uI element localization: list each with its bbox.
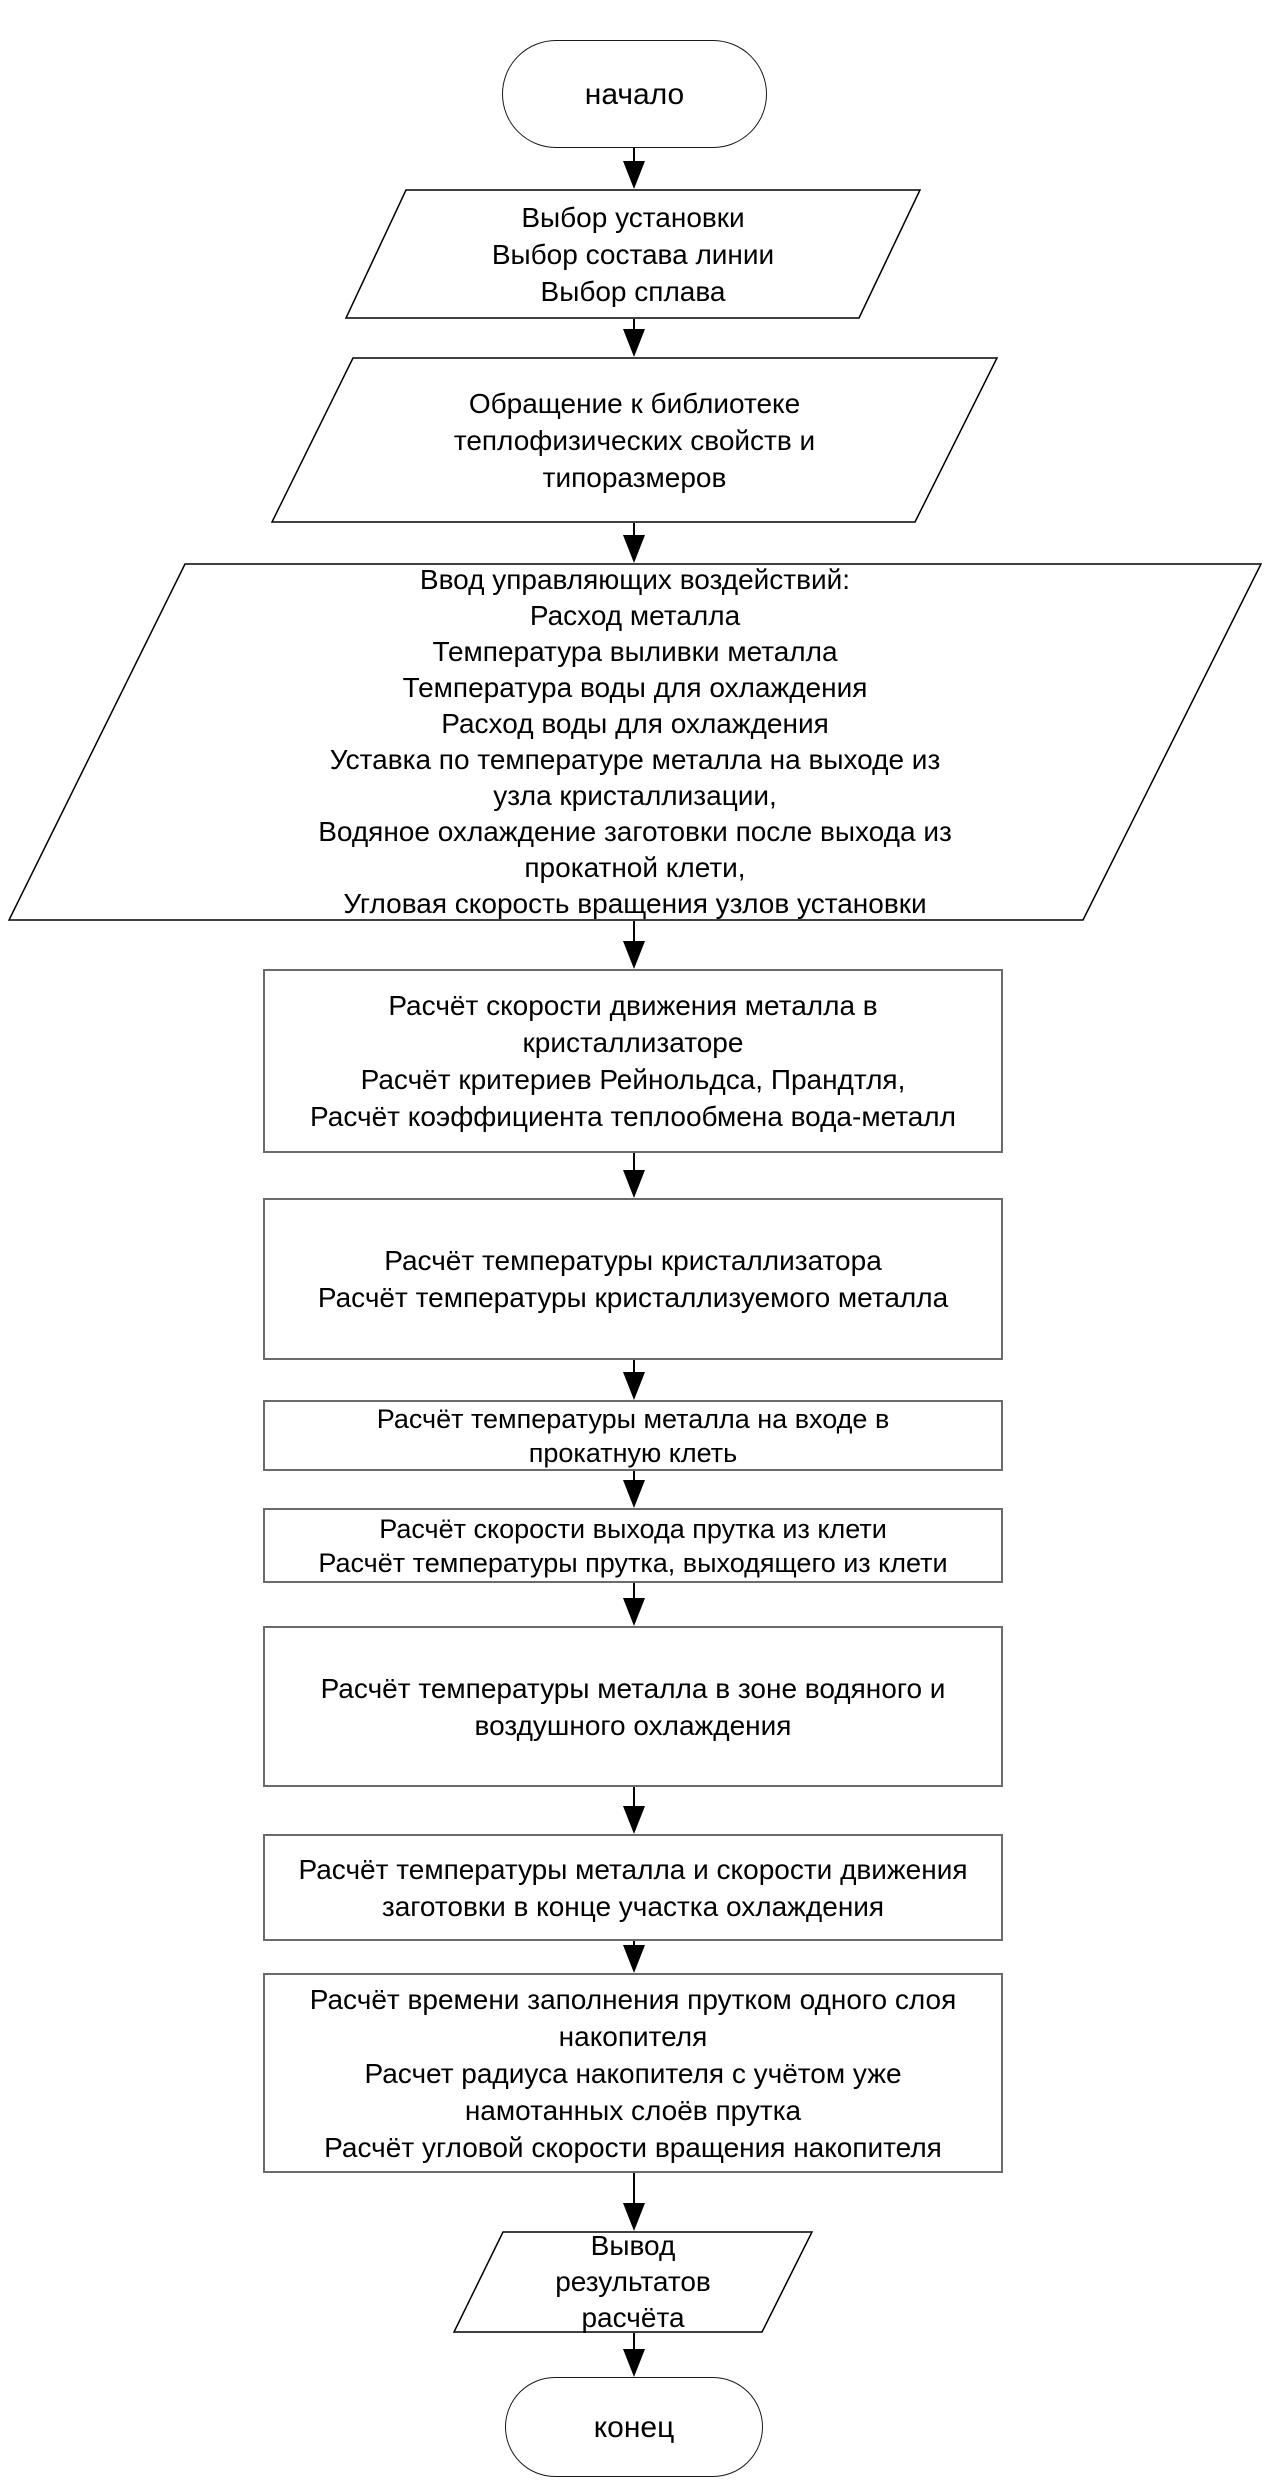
parallelogram-shape (453, 2231, 813, 2333)
arrow-shaft (633, 1941, 635, 1945)
arrow-head-icon (623, 329, 645, 357)
text-line: Обращение к библиотеке (468, 387, 801, 419)
flow-arrow-12 (623, 2333, 645, 2377)
flow-arrow-1 (623, 148, 645, 189)
flow-arrow-4 (623, 921, 645, 969)
text-line: узла кристаллизации, (493, 780, 777, 811)
text-line: Уставка по температуре металла на выходе… (329, 744, 941, 775)
text-line: Выбор установки (521, 201, 745, 233)
arrow-head-icon (623, 1480, 645, 1508)
flow-arrow-3 (623, 523, 645, 563)
arrow-shaft (633, 319, 635, 329)
flow-arrow-5 (623, 1153, 645, 1198)
arrow-shaft (633, 1471, 635, 1480)
text-line: Выбор состава линии (491, 238, 775, 270)
parallelogram-shape (8, 563, 1262, 921)
text-line: прокатной клети, (524, 852, 746, 883)
text-line: Расчёт скорости выхода прутка из клети (379, 1513, 887, 1544)
text-line: прокатную клеть (528, 1437, 738, 1468)
text-line: Расчёт угловой скорости вращения накопит… (324, 2131, 942, 2163)
text-line: Расчёт температуры металла на входе в (376, 1403, 890, 1434)
calc-entry-temp-process: Расчёт температуры металла на входе в пр… (263, 1400, 1003, 1471)
text-line: накопителя (558, 2020, 708, 2052)
select-io-parallelogram: Выбор установки Выбор состава линии Выбо… (345, 189, 921, 319)
flow-arrow-8 (623, 1583, 645, 1626)
text-line: Расчёт времени заполнения прутком одного… (309, 1983, 957, 2015)
text-line: Расчёт температуры металла и скорости дв… (298, 1853, 968, 1885)
arrow-head-icon (623, 535, 645, 563)
start-label: начало (584, 77, 685, 111)
arrow-head-icon (623, 2349, 645, 2377)
arrow-shaft (633, 2333, 635, 2349)
flow-arrow-6 (623, 1360, 645, 1400)
text-line: Расход воды для охлаждения (441, 708, 829, 739)
library-io-parallelogram: Обращение к библиотеке теплофизических с… (271, 357, 998, 523)
arrow-head-icon (623, 1170, 645, 1198)
parallelogram-shape (271, 357, 998, 523)
text-line: Ввод управляющих воздействий: (419, 564, 851, 595)
output-io-parallelogram: Вывод результатов расчёта (453, 2230, 813, 2333)
arrow-shaft (633, 921, 635, 941)
control-inputs-io-parallelogram: Ввод управляющих воздействий: Расход мет… (8, 563, 1262, 921)
text-line: типоразмеров (542, 461, 727, 493)
text-line: результатов (555, 2266, 711, 2297)
flow-arrow-10 (623, 1941, 645, 1973)
text-line: теплофизических свойств и (453, 424, 816, 456)
calc-accumulator-process: Расчёт времени заполнения прутком одного… (263, 1973, 1003, 2173)
text-line: Расчёт коэффициента теплообмена вода-мет… (310, 1101, 956, 1132)
arrow-head-icon (623, 1945, 645, 1973)
text-line: Угловая скорость вращения узлов установк… (343, 888, 927, 919)
calc-crystallizer-temp-process: Расчёт температуры кристаллизатора Расчё… (263, 1198, 1003, 1360)
text-line: Расчёт скорости движения металла в (388, 990, 878, 1021)
text-line: Расход металла (529, 600, 741, 631)
text-line: Расчёт критериев Рейнольдса, Прандтля, (360, 1064, 906, 1095)
arrow-shaft (633, 1787, 635, 1806)
text-line: расчёта (581, 2302, 685, 2333)
text-line: Расчёт температуры кристаллизуемого мета… (317, 1282, 949, 1313)
arrow-head-icon (623, 941, 645, 969)
flow-arrow-9 (623, 1787, 645, 1834)
text-line: заготовки в конце участка охлаждения (381, 1890, 885, 1922)
parallelogram-shape (345, 189, 921, 319)
arrow-head-icon (623, 1372, 645, 1400)
flow-arrow-2 (623, 319, 645, 357)
end-terminator: конец (505, 2377, 763, 2477)
arrow-shaft (633, 1360, 635, 1372)
calc-mold-speed-process: Расчёт скорости движения металла в крист… (263, 969, 1003, 1153)
flow-arrow-7 (623, 1471, 645, 1508)
text-line: Выбор сплава (540, 275, 726, 307)
text-line: Расчёт температуры прутка, выходящего из… (318, 1547, 948, 1578)
text-line: кристаллизаторе (522, 1027, 744, 1058)
start-terminator: начало (502, 40, 767, 148)
end-label: конец (593, 2410, 675, 2444)
text-line: воздушного охлаждения (474, 1709, 792, 1741)
flow-arrow-11 (623, 2173, 645, 2231)
arrow-shaft (633, 1153, 635, 1170)
text-line: Температура воды для охлаждения (402, 672, 868, 703)
arrow-shaft (633, 2173, 635, 2203)
calc-rod-exit-process: Расчёт скорости выхода прутка из клети Р… (263, 1508, 1003, 1583)
arrow-head-icon (623, 161, 645, 189)
calc-end-section-process: Расчёт температуры металла и скорости дв… (263, 1834, 1003, 1941)
arrow-head-icon (623, 1598, 645, 1626)
arrow-shaft (633, 523, 635, 535)
text-line: Расчет радиуса накопителя с учётом уже (364, 2057, 902, 2089)
calc-cooling-zone-temp-process: Расчёт температуры металла в зоне водяно… (263, 1626, 1003, 1787)
text-line: Вывод (590, 2230, 676, 2261)
arrow-head-icon (623, 2203, 645, 2231)
arrow-shaft (633, 148, 635, 161)
arrow-head-icon (623, 1806, 645, 1834)
text-line: Температура выливки металла (432, 636, 838, 667)
text-line: Расчёт температуры металла в зоне водяно… (320, 1672, 946, 1704)
arrow-shaft (633, 1583, 635, 1598)
text-line: Расчёт температуры кристаллизатора (384, 1245, 882, 1276)
text-line: намотанных слоёв прутка (464, 2094, 802, 2126)
text-line: Водяное охлаждение заготовки после выход… (318, 816, 952, 847)
